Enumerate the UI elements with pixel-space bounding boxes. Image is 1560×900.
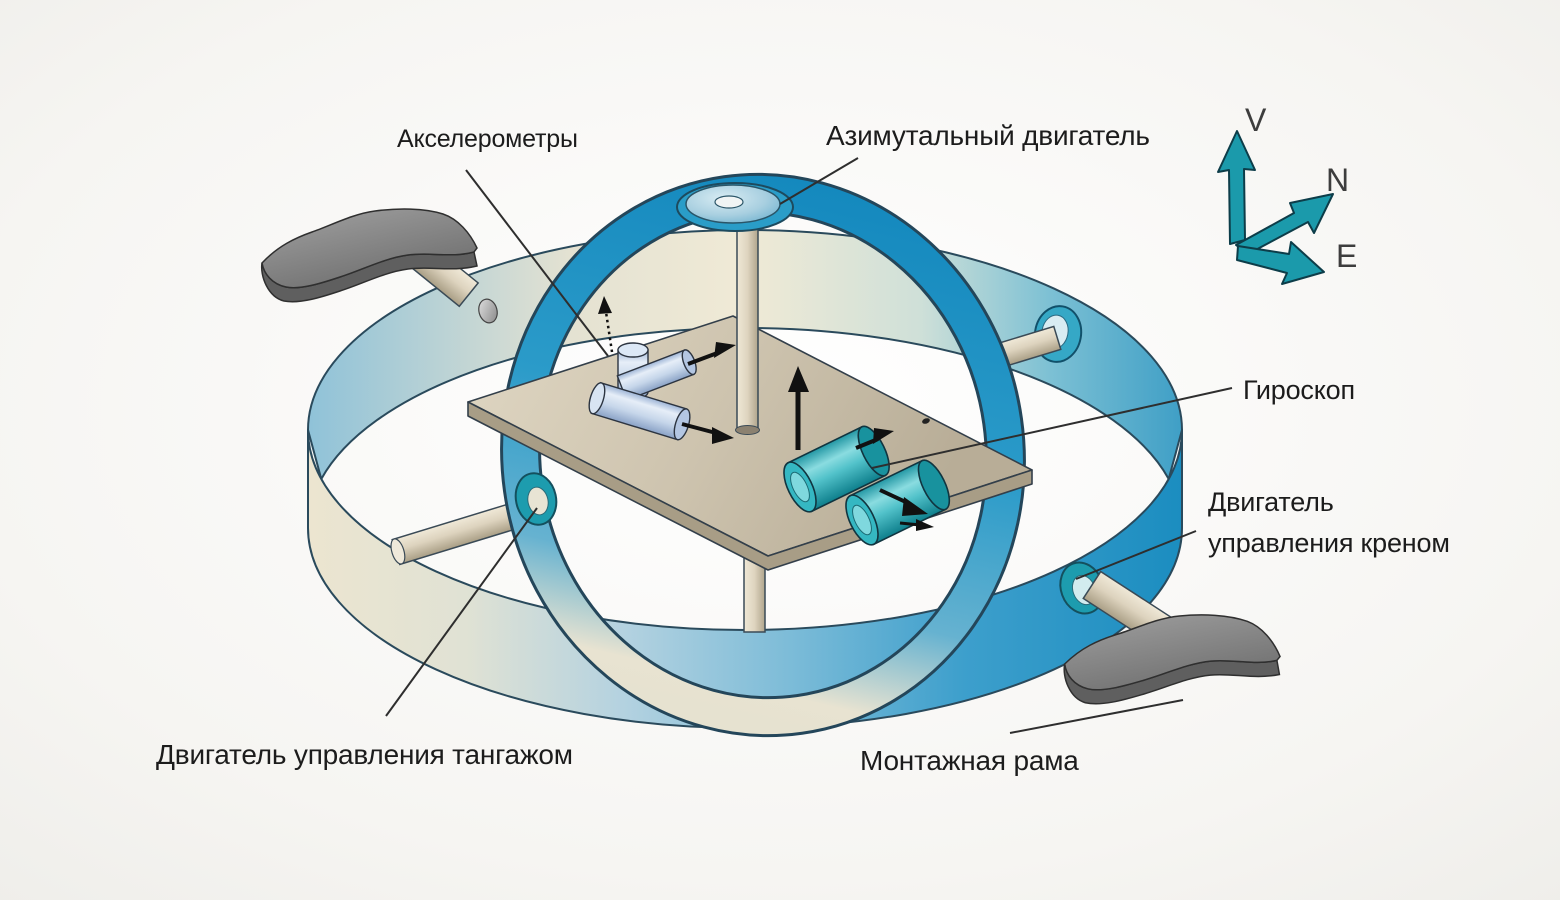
axis-label-e: E	[1336, 238, 1357, 274]
label-roll-motor: Двигатель управления креном	[1208, 482, 1450, 564]
gyroscope-unit	[783, 366, 951, 546]
label-azimuth-motor: Азимутальный двигатель	[826, 120, 1150, 151]
gyroscope-axis-arrows	[788, 366, 934, 531]
pitch-shaft-end-cap	[390, 538, 406, 565]
bracket-plate-bottom-right	[1063, 614, 1281, 691]
label-roll-motor-line1: Двигатель	[1208, 487, 1334, 517]
vertical-shaft-upper	[735, 213, 760, 435]
label-accelerometers: Акселерометры	[397, 125, 578, 153]
pitch-motor-collar	[514, 472, 558, 526]
label-gyroscope: Гироскоп	[1243, 375, 1355, 405]
axis-arrow-e-icon	[1236, 241, 1325, 285]
leader-roll-motor	[1075, 530, 1197, 580]
ring-bolt	[478, 298, 498, 324]
axis-label-n: N	[1326, 162, 1349, 198]
label-mounting-frame: Монтажная рама	[860, 745, 1079, 776]
azimuth-motor-disc	[676, 182, 794, 232]
leader-pitch-motor	[385, 507, 538, 717]
axis-triad: V N E	[1217, 102, 1357, 285]
mounting-bracket-bottom-right	[1063, 570, 1281, 705]
axis-label-v: V	[1245, 102, 1267, 138]
azimuth-disc-hole	[714, 195, 744, 209]
leader-azimuth-motor	[779, 157, 859, 205]
leader-lines	[385, 157, 1233, 734]
mounting-bracket-top-left	[260, 208, 498, 324]
label-pitch-motor: Двигатель управления тангажом	[156, 739, 573, 770]
label-roll-motor-line2: управления креном	[1208, 528, 1450, 559]
leader-gyroscope	[871, 387, 1233, 469]
dotted-vertical-arrow	[604, 311, 614, 353]
axis-arrow-v-icon	[1217, 130, 1256, 245]
bracket-plate-top-left	[261, 208, 478, 289]
platform-mark-dot	[922, 418, 930, 424]
leader-accelerometers	[465, 169, 609, 357]
accelerometers-unit	[588, 296, 736, 444]
accelerometer-axis-arrows	[598, 296, 736, 444]
leader-mounting-frame	[1009, 699, 1184, 734]
outer-ring-front-wall	[307, 429, 1183, 729]
